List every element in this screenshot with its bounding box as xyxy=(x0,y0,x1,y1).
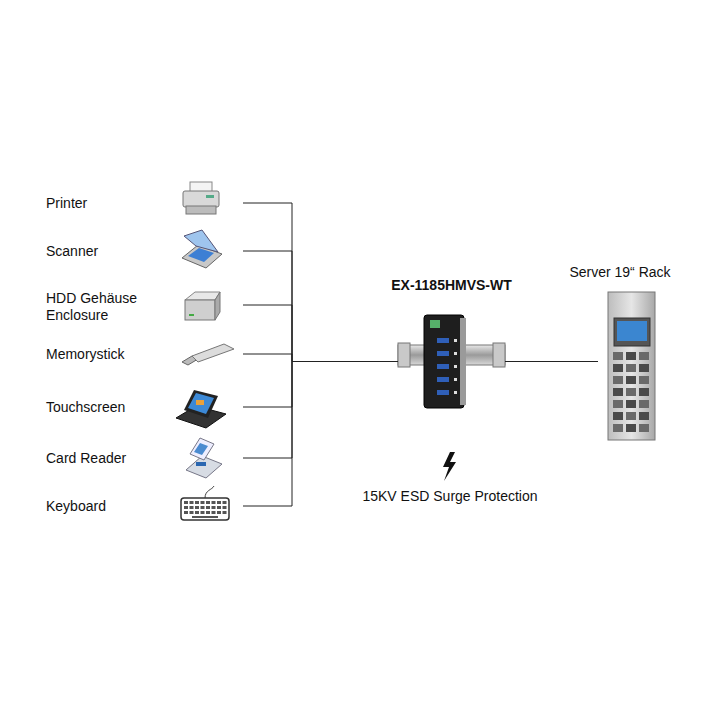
connector-line xyxy=(243,305,398,362)
server-rack-illustration xyxy=(608,292,655,440)
device-node: HDD Gehäuse Enclosure xyxy=(40,286,243,324)
connector-line xyxy=(243,362,398,459)
device-node: Printer xyxy=(40,185,243,221)
node-label: Keyboard xyxy=(46,498,171,515)
printer-icon xyxy=(183,182,219,214)
scanner-icon xyxy=(182,230,222,268)
device-node: Scanner xyxy=(40,233,243,269)
connector-line xyxy=(243,354,398,362)
hub-node: EX-1185HMVS-WT xyxy=(398,315,505,408)
connector-line xyxy=(505,361,598,362)
node-label: Scanner xyxy=(46,243,171,260)
node-label: Memorystick xyxy=(46,346,171,363)
device-node: Card Reader xyxy=(40,440,243,476)
node-label: Card Reader xyxy=(46,450,171,467)
card-reader-icon xyxy=(186,438,222,478)
touchscreen-icon xyxy=(176,390,226,428)
lightning-symbol xyxy=(443,452,456,481)
hdd-enclosure-icon xyxy=(185,292,220,320)
node-label: Touchscreen xyxy=(46,399,171,416)
device-node: Keyboard xyxy=(40,488,243,524)
node-label: EX-1185HMVS-WT xyxy=(391,277,512,293)
connector-line xyxy=(243,203,398,362)
device-node: Touchscreen xyxy=(40,389,243,425)
node-label: Printer xyxy=(46,195,171,212)
memorystick-icon xyxy=(182,344,234,365)
usb-hub-illustration xyxy=(398,315,505,408)
node-label: Server 19“ Rack xyxy=(569,264,670,280)
server-node: Server 19“ Rack xyxy=(598,292,658,440)
connector-line xyxy=(243,362,398,408)
connector-line xyxy=(243,251,398,362)
note-label: 15KV ESD Surge Protection xyxy=(362,488,537,504)
device-node: Memorystick xyxy=(40,336,243,372)
connector-line xyxy=(243,362,398,507)
node-label: HDD Gehäuse Enclosure xyxy=(46,290,171,324)
keyboard-icon xyxy=(181,486,229,520)
